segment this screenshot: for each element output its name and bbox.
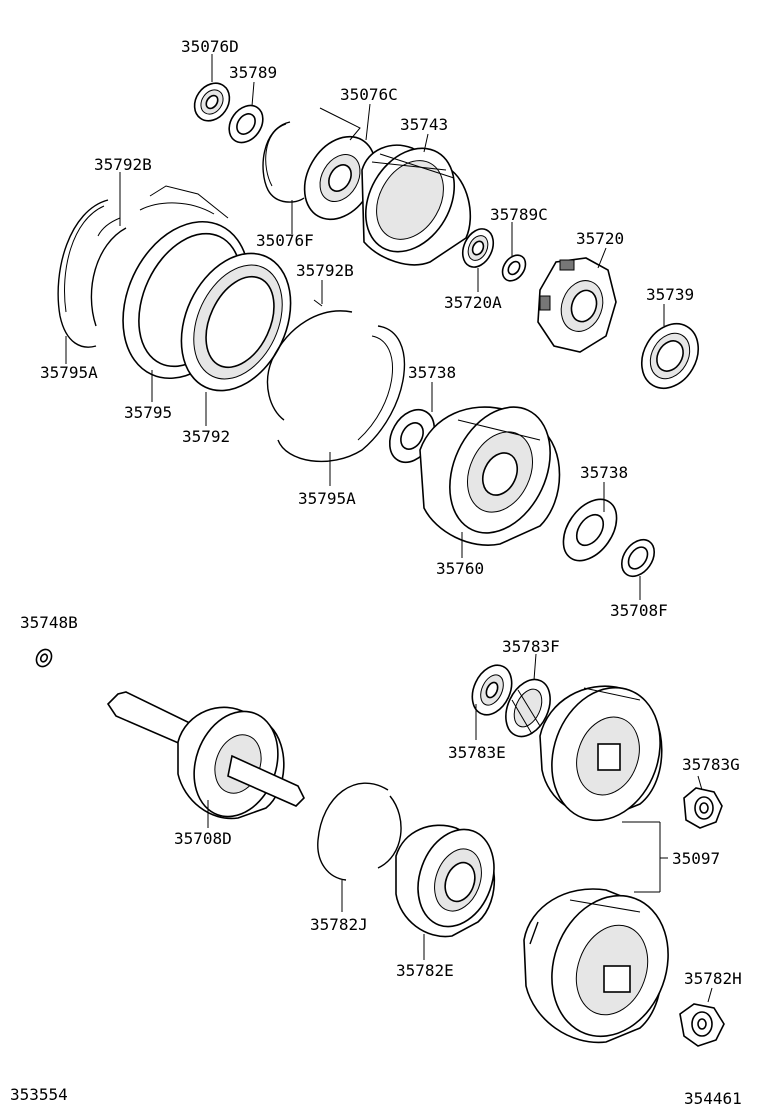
label-35708F: 35708F [610, 601, 668, 620]
snap-ring-35782J [317, 782, 402, 881]
label-35076D: 35076D [181, 37, 239, 56]
bearing-35720A [461, 228, 495, 268]
label-35782E: 35782E [396, 961, 454, 980]
label-35795: 35795 [124, 403, 172, 422]
gear-35097-upper [539, 685, 663, 822]
label-35739: 35739 [646, 285, 694, 304]
seal-ring-35795A-left [57, 199, 109, 348]
label-35795A-2: 35795A [298, 489, 356, 508]
seal-ring-35795A-right [277, 325, 406, 463]
label-35743: 35743 [400, 115, 448, 134]
ring-gear-35743 [361, 144, 472, 266]
label-35708D: 35708D [174, 829, 232, 848]
snap-ring-35792B-left [90, 217, 127, 327]
nut-35782H [679, 1003, 725, 1047]
bearing-35783F [505, 678, 551, 738]
label-35738-1: 35738 [408, 363, 456, 382]
output-shaft-35708D [106, 691, 305, 820]
bearing-35739 [640, 323, 700, 389]
label-35720A: 35720A [444, 293, 502, 312]
washer-35789 [228, 104, 264, 144]
bearing-35783E [471, 664, 513, 716]
bearing-35076D [193, 82, 231, 122]
label-35792B-2: 35792B [296, 261, 354, 280]
nut-35783G [683, 787, 723, 829]
clutch-hub-35076C [303, 107, 377, 221]
label-35738-2: 35738 [580, 463, 628, 482]
seal-35708F [620, 538, 656, 578]
label-35782J: 35782J [310, 915, 368, 934]
planetary-carrier-35720 [537, 257, 617, 353]
label-35076C: 35076C [340, 85, 398, 104]
label-35076F: 35076F [256, 231, 314, 250]
label-35789C: 35789C [490, 205, 548, 224]
label-35720: 35720 [576, 229, 624, 248]
clutch-drum-35760 [419, 406, 561, 546]
label-35783G: 35783G [682, 755, 740, 774]
snap-ring-35792B-right [266, 299, 353, 421]
clutch-pack-35792 [180, 252, 292, 392]
washer-35789C [501, 254, 527, 282]
thrust-washer-35738-lower [562, 498, 618, 562]
label-35748B: 35748B [20, 613, 78, 632]
leader-lines [65, 54, 713, 1003]
label-35760: 35760 [436, 559, 484, 578]
label-35795A-1: 35795A [40, 363, 98, 382]
label-35789: 35789 [229, 63, 277, 82]
snap-ring-35076F [262, 121, 305, 203]
bearing-35782E [395, 824, 496, 938]
gear-35097-lower [523, 888, 669, 1044]
footer-left-code: 353554 [10, 1085, 68, 1104]
label-35783E: 35783E [448, 743, 506, 762]
label-35783F: 35783F [502, 637, 560, 656]
label-35792B-1: 35792B [94, 155, 152, 174]
nut-35748B [35, 648, 53, 668]
label-35097: 35097 [672, 849, 720, 868]
part-labels: 35076D 35789 35076C 35743 35792B 35076F … [20, 37, 742, 988]
footer-right-code: 354461 [684, 1089, 742, 1108]
label-35792: 35792 [182, 427, 230, 446]
label-35782H: 35782H [684, 969, 742, 988]
